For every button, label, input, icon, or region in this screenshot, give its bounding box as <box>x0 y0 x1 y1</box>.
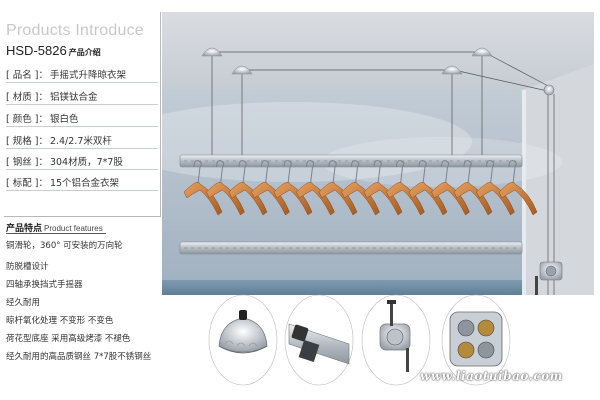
spec-value: 2.4/2.7米双杆 <box>49 136 112 147</box>
watermark: www.liaotuibao.com <box>420 369 563 383</box>
feature-item: 晾杆氧化处理 不变形 不变色 <box>6 316 114 326</box>
drying-rack-illustration <box>162 12 594 295</box>
hanger <box>206 160 245 216</box>
model-subtitle: 产品介绍 <box>68 48 101 57</box>
spec-row: [ 品名 ]：手摇式升降晾衣架 <box>6 67 126 81</box>
spec-row: [ 材质 ]：铝镁钛合金 <box>6 89 97 103</box>
hanger <box>431 160 470 216</box>
feature-item: 荷花型底座 采用高级烤漆 不褪色 <box>6 334 131 344</box>
hanger <box>318 160 358 216</box>
hanger <box>251 160 290 216</box>
panel-border-right <box>160 12 161 217</box>
hanger <box>453 160 493 216</box>
hanger <box>273 160 313 216</box>
hanger <box>386 160 425 216</box>
hanger <box>341 160 380 216</box>
spec-value: 15个铝合金衣架 <box>49 178 120 189</box>
feature-item: 经久耐用的高品质钢丝 7*7股不锈钢丝 <box>6 352 152 362</box>
spec-divider <box>6 169 158 170</box>
spec-key: [ 品名 ]： <box>6 70 48 81</box>
hanger-group <box>183 160 538 216</box>
model-code: HSD-5826 <box>6 43 67 58</box>
features-header-cn: 产品特点 <box>6 224 43 234</box>
spec-divider <box>6 126 158 127</box>
hanger <box>363 160 403 216</box>
hanger <box>296 160 335 216</box>
spec-key: [ 钢丝 ]： <box>6 157 48 168</box>
feature-item: 防脱槽设计 <box>6 262 49 272</box>
spec-row: [ 钢丝 ]：304材质，7*7股 <box>6 154 123 168</box>
spec-key: [ 规格 ]： <box>6 136 48 147</box>
spec-divider <box>6 104 158 105</box>
spec-value: 银白色 <box>49 114 79 125</box>
crank-handle-icon <box>535 261 563 295</box>
spec-divider <box>6 82 158 83</box>
hanger <box>228 160 268 216</box>
spec-value: 铝镁钛合金 <box>49 92 98 103</box>
hanger <box>408 160 448 216</box>
spec-row: [ 颜色 ]：银白色 <box>6 111 78 125</box>
pulley-base-thumb <box>208 294 278 386</box>
hanger <box>476 160 515 216</box>
hanger <box>498 160 538 216</box>
rod-bracket-thumb <box>284 294 354 386</box>
spec-value: 手摇式升降晾衣架 <box>49 70 126 81</box>
features-divider <box>6 233 106 234</box>
pulley-icon <box>218 310 268 354</box>
feature-item: 铜滑轮，360° 可安装的万向轮 <box>6 241 123 251</box>
spec-divider <box>6 190 158 191</box>
panel-title: Products Introduce <box>6 22 144 39</box>
spec-row: [ 规格 ]：2.4/2.7米双杆 <box>6 133 112 147</box>
panel-border-bottom <box>4 216 161 217</box>
spec-value: 304材质，7*7股 <box>49 157 123 168</box>
product-scene <box>162 12 594 295</box>
feature-item: 经久耐用 <box>6 298 41 308</box>
spec-key: [ 颜色 ]： <box>6 114 48 125</box>
features-header-en: Product features <box>44 224 103 233</box>
hanger <box>183 160 223 216</box>
pulley-icon <box>201 47 555 96</box>
crank-handle-thumb <box>361 294 431 386</box>
feature-item: 四轴承换挡式手摇器 <box>6 280 83 290</box>
spec-key: [ 标配 ]： <box>6 178 48 189</box>
crank-handle-icon <box>379 300 411 372</box>
spec-key: [ 材质 ]： <box>6 92 48 103</box>
rod-bracket-icon <box>288 323 350 365</box>
spec-divider <box>6 148 158 149</box>
spec-row: [ 标配 ]：15个铝合金衣架 <box>6 175 119 189</box>
gear-box-icon <box>449 311 503 367</box>
gear-box-thumb <box>441 294 511 386</box>
